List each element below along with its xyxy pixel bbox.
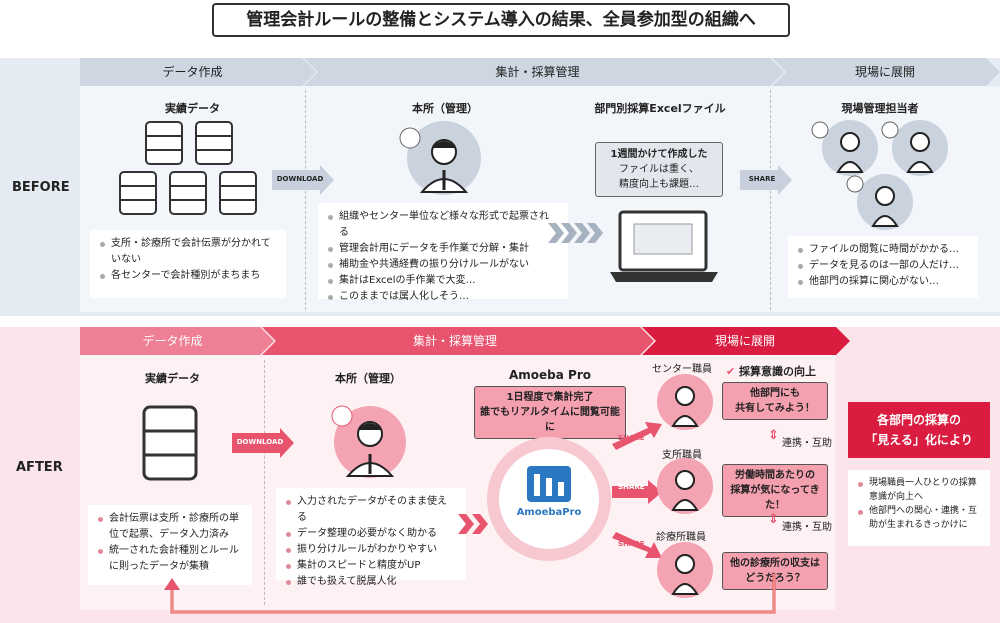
note: 各センターで会計種別がまちまち <box>100 268 276 284</box>
after-section-deploy: 現場に展開 <box>714 334 775 348</box>
before-section-data: データ作成 <box>162 65 223 79</box>
amoeba-logo-text: AmoebaPro <box>516 507 582 518</box>
laptop-icon <box>610 210 718 282</box>
database-icons <box>119 121 257 215</box>
staff-role-clinic: 診療所職員 <box>656 532 706 543</box>
note: データ整理の必要がなく助かる <box>286 526 456 542</box>
updown-arrow-icon: ⇕ <box>768 428 779 443</box>
after-data-notes: 会計伝票は支所・診療所の単位で起票、データ入力済み 統一された会計種別とルールに… <box>88 505 252 585</box>
before-label: BEFORE <box>12 180 70 195</box>
download-label: DOWNLOAD <box>276 175 324 183</box>
result-line: 「見える」化により <box>865 433 973 447</box>
bubble-line: 労働時間あたりの <box>735 470 815 481</box>
staff-title: 現場管理担当者 <box>841 102 919 115</box>
bubble-line: 共有してみよう！ <box>735 403 815 414</box>
staff-bubble-branch: 労働時間あたりの 採算が気になってきた！ <box>722 464 828 517</box>
share-label: SHARE <box>748 175 776 183</box>
amoeba-box: 1日程度で集計完了 誰でもリアルタイムに閲覧可能に <box>474 386 626 439</box>
note: 振り分けルールがわかりやすい <box>286 542 456 558</box>
amoeba-pro-logo <box>487 437 611 561</box>
before-hq-notes: 組織やセンター単位など様々な形式で起票される 管理会計用にデータを手作業で分解・… <box>318 203 568 302</box>
box-line: 誰でもリアルタイムに閲覧可能に <box>480 407 620 433</box>
note: 会計伝票は支所・診療所の単位で起票、データ入力済み <box>98 511 242 543</box>
download-label: DOWNLOAD <box>236 438 284 446</box>
amoeba-title: Amoeba Pro <box>509 368 591 382</box>
share-label: SHARE <box>618 434 645 442</box>
after-section-arrows <box>80 327 850 355</box>
before-download-arrow <box>272 165 334 195</box>
before-data-title: 実績データ <box>165 102 220 115</box>
after-hq-title: 本所（管理） <box>335 372 401 385</box>
share-label: SHARE <box>618 540 645 548</box>
note: 統一された会計種別とルールに則ったデータが集積 <box>98 543 242 575</box>
bubble-line: 他の診療所の収支は <box>730 558 820 569</box>
note: データを見るのは一部の人だけ… <box>798 258 968 274</box>
note: 管理会計用にデータを手作業で分解・集計 <box>328 241 558 257</box>
note: 誰でも扱えて脱属人化 <box>286 574 456 590</box>
check-icon: ✔ <box>726 365 740 378</box>
bubble-line: ファイルは重く、 <box>619 164 699 175</box>
divider <box>305 90 306 310</box>
note: このままでは属人化しそう… <box>328 289 558 305</box>
bubble-line: 採算が気になってきた！ <box>730 485 820 511</box>
staff-role-branch: 支所職員 <box>662 450 702 461</box>
after-section-aggregate: 集計・採算管理 <box>412 334 497 348</box>
before-section-arrows <box>80 58 1000 86</box>
note: 他部門の採算に関心がない… <box>798 274 968 290</box>
staff-role-center: センター職員 <box>652 364 712 375</box>
note: ファイルの閲覧に時間がかかる… <box>798 242 968 258</box>
result-notes: 現場職員一人ひとりの採算意識が向上へ 他部門への関心・連携・互助が生まれるきっか… <box>848 470 990 546</box>
result-line: 各部門の採算の <box>876 413 961 427</box>
hq-person-icon <box>399 121 481 195</box>
after-label: AFTER <box>16 460 63 475</box>
updown-arrow-icon: ⇕ <box>768 512 779 527</box>
divider <box>264 360 265 605</box>
awareness-text: 採算意識の向上 <box>739 365 817 378</box>
excel-bubble: 1週間かけて作成した ファイルは重く、 精度向上も課題… <box>595 142 723 197</box>
note: 入力されたデータがそのまま使える <box>286 494 456 526</box>
after-section-data: データ作成 <box>142 334 203 348</box>
divider <box>770 90 771 310</box>
result-title: 各部門の採算の 「見える」化により <box>848 402 990 458</box>
staff-icons <box>811 120 948 230</box>
before-hq-title: 本所（管理） <box>412 102 478 115</box>
bubble-line: 他部門にも <box>750 388 800 399</box>
feedback-loop-arrow <box>164 574 776 614</box>
before-data-notes: 支所・診療所で会計伝票が分かれていない 各センターで会計種別がまちまち <box>90 230 286 298</box>
note: 集計のスピードと精度がUP <box>286 558 456 574</box>
staff-person-icons <box>657 374 713 598</box>
after-download-arrow <box>232 428 294 458</box>
box-line: 1日程度で集計完了 <box>506 392 594 403</box>
note: 現場職員一人ひとりの採算意識が向上へ <box>858 476 980 504</box>
bubble-line: 1週間かけて作成した <box>610 149 708 160</box>
note: 集計はExcelの手作業で大変… <box>328 273 558 289</box>
note: 支所・診療所で会計伝票が分かれていない <box>100 236 276 268</box>
before-section-aggregate: 集計・採算管理 <box>495 65 580 79</box>
awareness-label: ✔ 採算意識の向上 <box>726 363 816 379</box>
share-arrows <box>612 422 662 558</box>
staff-notes: ファイルの閲覧に時間がかかる… データを見るのは一部の人だけ… 他部門の採算に関… <box>788 236 978 298</box>
before-section-deploy: 現場に展開 <box>854 65 915 79</box>
bubble-line: 精度向上も課題… <box>619 179 699 190</box>
note: 補助金や共通経費の振り分けルールがない <box>328 257 558 273</box>
chevrons-icon <box>458 514 488 534</box>
note: 他部門への関心・連携・互助が生まれるきっかけに <box>858 504 980 532</box>
staff-bubble-center: 他部門にも 共有してみよう！ <box>722 382 828 420</box>
after-hq-notes: 入力されたデータがそのまま使える データ整理の必要がなく助かる 振り分けルールが… <box>276 488 466 587</box>
before-share-arrow <box>740 165 792 195</box>
chevrons-icon <box>548 223 603 243</box>
hq-person-icon <box>331 405 406 478</box>
note: 組織やセンター単位など様々な形式で起票される <box>328 209 558 241</box>
database-icon <box>142 405 198 481</box>
collab-label: 連携・互助 <box>782 522 832 533</box>
share-label: SHARE <box>618 483 645 491</box>
excel-title: 部門別採算Excelファイル <box>594 102 726 115</box>
after-data-title: 実績データ <box>145 372 200 385</box>
collab-label: 連携・互助 <box>782 438 832 449</box>
page-title: 管理会計ルールの整備とシステム導入の結果、全員参加型の組織へ <box>212 3 790 37</box>
